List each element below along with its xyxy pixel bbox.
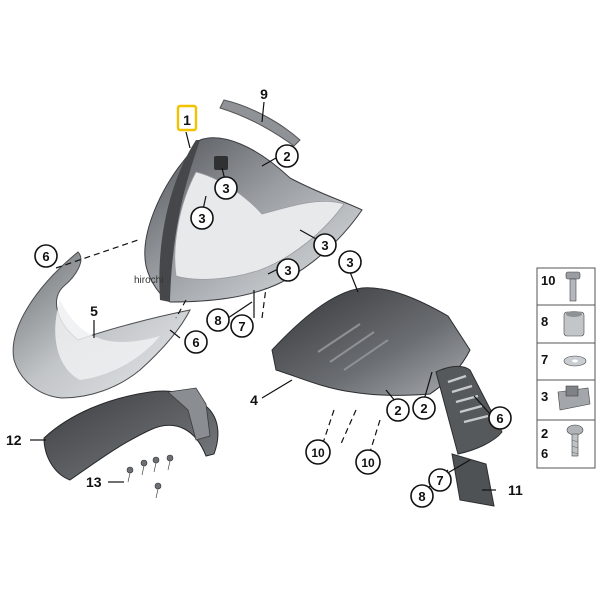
legend-label-2: 2 xyxy=(541,426,548,441)
legend-label-10: 10 xyxy=(541,273,555,288)
svg-text:3: 3 xyxy=(222,181,229,196)
svg-text:2: 2 xyxy=(420,401,427,416)
part-11-small-panel xyxy=(451,453,495,507)
svg-text:3: 3 xyxy=(284,263,291,278)
hardware-legend: 10 8 7 3 2 6 xyxy=(536,267,596,469)
part-4-inner-cover xyxy=(271,287,471,396)
svg-text:3: 3 xyxy=(321,238,328,253)
callout-6-middle: 6 xyxy=(184,330,208,354)
bolt-icon xyxy=(565,271,581,302)
svg-text:3: 3 xyxy=(346,255,353,270)
callout-2-lower-a: 2 xyxy=(386,398,410,422)
callout-2-upper: 2 xyxy=(275,144,299,168)
callout-8-upper: 8 xyxy=(206,308,230,332)
part-12-fender-bracket xyxy=(167,387,211,441)
nut-icon xyxy=(563,311,585,337)
callout-11: 11 xyxy=(508,482,523,498)
callout-3-c: 3 xyxy=(313,233,337,257)
svg-text:8: 8 xyxy=(214,313,221,328)
part-5-side-fairing xyxy=(12,251,191,399)
callout-6-right: 6 xyxy=(488,406,512,430)
callout-5: 5 xyxy=(90,303,98,319)
callout-8-lower: 8 xyxy=(410,484,434,508)
callout-3-d: 3 xyxy=(276,258,300,282)
svg-text:7: 7 xyxy=(238,319,245,334)
part-1-inner-panel xyxy=(174,171,345,280)
legend-label-3: 3 xyxy=(541,389,548,404)
washer-icon xyxy=(563,355,587,367)
part-5-highlight xyxy=(55,300,160,380)
svg-text:2: 2 xyxy=(394,403,401,418)
svg-text:10: 10 xyxy=(311,446,325,460)
callout-1: 1 xyxy=(183,112,191,128)
callout-3-e: 3 xyxy=(338,250,362,274)
callout-10-b: 10 xyxy=(355,449,381,475)
callout-3-a: 3 xyxy=(214,176,238,200)
callout-3-b: 3 xyxy=(190,206,214,230)
part-13-screws xyxy=(126,454,174,499)
callout-7-lower: 7 xyxy=(428,468,452,492)
callout-10-a: 10 xyxy=(305,439,331,465)
callout-13: 13 xyxy=(86,474,102,490)
clip-nut-icon xyxy=(557,385,591,411)
svg-text:6: 6 xyxy=(192,335,199,350)
part-1-dark-edge xyxy=(159,140,200,302)
svg-text:10: 10 xyxy=(361,456,375,470)
callout-1-highlight-box xyxy=(176,104,198,132)
svg-text:7: 7 xyxy=(436,473,443,488)
legend-label-7: 7 xyxy=(541,352,548,367)
svg-text:6: 6 xyxy=(42,249,49,264)
svg-text:2: 2 xyxy=(283,149,290,164)
part-12-front-fender xyxy=(43,390,219,481)
part-9-trim-strip xyxy=(219,99,301,147)
callout-9: 9 xyxy=(260,86,268,102)
callout-4: 4 xyxy=(250,392,258,408)
dashed-leaders xyxy=(55,239,381,453)
legend-label-8: 8 xyxy=(541,314,548,329)
callout-12: 12 xyxy=(6,432,22,448)
watermark: hirochi xyxy=(134,275,163,286)
part-4-slots xyxy=(317,323,389,371)
svg-text:6: 6 xyxy=(496,411,503,426)
legend-label-6: 6 xyxy=(541,446,548,461)
callout-2-lower-b: 2 xyxy=(412,396,436,420)
screw-icon xyxy=(566,424,584,457)
callout-7-upper: 7 xyxy=(230,314,254,338)
callout-6-left: 6 xyxy=(34,244,58,268)
part-1-mount-tab xyxy=(214,156,228,170)
svg-text:3: 3 xyxy=(198,211,205,226)
svg-text:8: 8 xyxy=(418,489,425,504)
